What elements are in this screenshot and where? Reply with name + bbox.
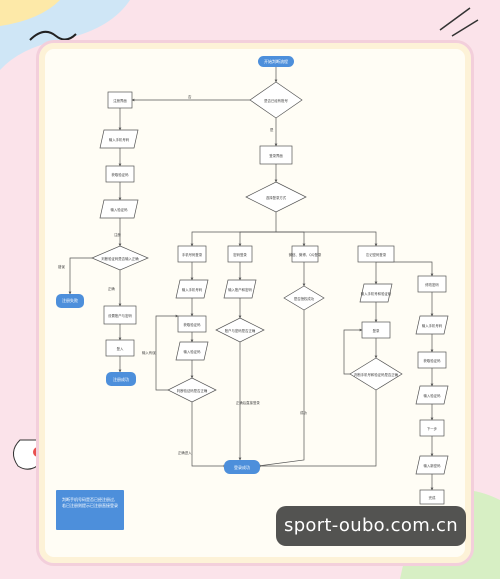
judge-c-label: 判断手机号和验证码是否正确 [354, 372, 399, 377]
edge-label-success: 成功 [300, 410, 307, 415]
edge-label-correct-login: 正确后直接登录 [236, 400, 260, 405]
login-ok-node [224, 460, 260, 474]
set-password-label: 设置账户与密码 [108, 313, 132, 318]
edge-label-correct: 正确 [108, 286, 115, 291]
input-phone-d-label: 输入手机号码 [422, 323, 443, 328]
input-acct-io [223, 279, 257, 299]
input-phone-b-label: 输入手机号码 [182, 287, 203, 292]
modify-pwd-node [417, 275, 447, 293]
judge-acct-decision [215, 317, 265, 343]
login-a-label: 登入 [117, 346, 124, 351]
reg-fail-node [56, 294, 84, 308]
start-node [258, 56, 294, 67]
yellow-blob-corner [0, 0, 60, 26]
judge-acct-label: 账户与密码是否正确 [225, 328, 256, 333]
get-code-b-label: 获取验证码 [184, 322, 202, 327]
reg-fail-label: 注册失败 [62, 297, 78, 303]
get-code-node [105, 165, 135, 183]
register-label: 注册界面 [113, 98, 127, 103]
login-c-label: 登录 [373, 328, 380, 333]
sticky-note: 判断手机号码是否已经注册过,若已注册则提示已注册直接登录 [56, 490, 124, 530]
edge-label-yes: 是 [270, 127, 274, 132]
enter-phone-label: 输入手机号码 [109, 137, 130, 142]
input-acct-label: 输入账户和密码 [228, 287, 252, 292]
judge-c-decision [349, 357, 403, 391]
input-forgot-label: 输入手机号和验证码 [361, 291, 392, 296]
check-login-label: 是否已经有账号 [264, 98, 288, 103]
edge-label-incorrect: 错误 [58, 264, 65, 269]
get-code-d-label: 获取验证码 [424, 358, 442, 363]
enter-phone-io [99, 129, 139, 149]
enter-code-io [99, 199, 139, 219]
edge-label-correct-enter: 正确进入 [178, 450, 192, 455]
register-node [107, 91, 133, 109]
next-label: 下一步 [427, 426, 438, 431]
login-page-node [259, 145, 293, 165]
done-label: 完成 [429, 495, 436, 500]
line-doodle [439, 7, 479, 37]
login-ok-label: 登录成功 [234, 464, 250, 470]
watermark: sport-oubo.com.cn [276, 506, 466, 546]
get-code-d-node [417, 351, 447, 369]
login-page-label: 登录界面 [269, 153, 283, 158]
input-new-pwd-io [415, 455, 449, 475]
input-forgot-io [359, 283, 393, 303]
input-phone-d-io [415, 315, 449, 335]
modify-pwd-label: 修改密码 [425, 282, 439, 287]
judge-b-decision [167, 377, 217, 403]
login-a-node [105, 339, 135, 357]
choose-method-label: 选择登录方式 [266, 195, 287, 200]
reg-ok-label: 注册成功 [113, 376, 129, 382]
phone-login-label: 手机号码登录 [182, 252, 203, 257]
edge-label-no: 否 [188, 95, 192, 99]
input-code-b-io [175, 341, 209, 361]
next-node [419, 419, 445, 437]
forgot-pwd-label: 忘记密码登录 [366, 252, 387, 257]
judge-b-label: 判断验证码是否正确 [177, 388, 208, 393]
auth-ok-decision [283, 285, 325, 311]
edge-label-input-error: 输入有误 [142, 350, 156, 355]
check-code-label: 判断验证码是否输入正确 [101, 256, 139, 261]
auth-ok-label: 是否授权成功 [294, 296, 315, 301]
connectors [68, 67, 434, 491]
third-login-node [291, 245, 319, 263]
check-login-decision [249, 81, 303, 119]
paper-frame [36, 40, 474, 566]
choose-method-decision [245, 181, 307, 213]
edge-label-register: 注册 [114, 232, 121, 237]
input-code-d-io [415, 385, 449, 405]
check-code-decision [91, 245, 149, 271]
third-login-label: 微信、微博、QQ登录 [289, 252, 322, 257]
get-code-b-node [177, 315, 207, 333]
input-phone-b-io [175, 279, 209, 299]
input-new-pwd-label: 输入新密码 [424, 463, 442, 468]
set-password-node [103, 305, 137, 325]
start-label: 开始判断流程 [264, 58, 288, 64]
enter-code-label: 输入验证码 [111, 207, 129, 212]
input-code-b-label: 输入验证码 [184, 349, 202, 354]
get-code-label: 获取验证码 [112, 172, 130, 177]
input-code-d-label: 输入验证码 [424, 393, 442, 398]
done-node [419, 489, 445, 505]
phone-login-node [177, 245, 207, 263]
watermark-text: sport-oubo.com.cn [284, 515, 458, 536]
pwd-login-label: 密码登录 [233, 252, 247, 257]
reg-ok-node [106, 372, 136, 386]
forgot-pwd-node [357, 245, 395, 263]
login-c-node [361, 321, 391, 339]
swirl-doodle [29, 30, 77, 41]
sticky-note-text: 判断手机号码是否已经注册过,若已注册则提示已注册直接登录 [62, 497, 118, 508]
pwd-login-node [227, 245, 253, 263]
